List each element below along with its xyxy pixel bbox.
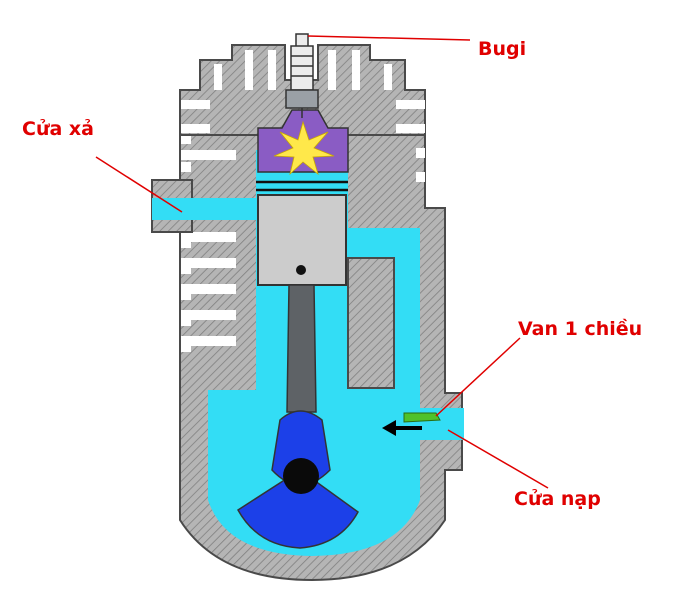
leader-check-valve (435, 337, 521, 417)
piston-pin (296, 265, 306, 275)
intake-port-label: Cửa nạp (514, 488, 601, 510)
check-valve (403, 412, 441, 423)
cooling-fins-top (181, 50, 425, 133)
spark-plug-label: Bugi (478, 38, 527, 60)
piston-rings (256, 180, 348, 192)
cooling-fins-left-gaps (181, 150, 236, 346)
crank-counterweight (237, 469, 359, 549)
check-valve-label: Van 1 chiều (518, 318, 643, 340)
leader-exhaust-port (95, 156, 183, 213)
transfer-port-wall (347, 257, 395, 389)
crank-pin (283, 458, 319, 494)
leader-lines (95, 35, 549, 489)
connecting-rod (286, 284, 317, 413)
leader-intake-port (447, 429, 549, 489)
spark-flash (273, 120, 335, 176)
exhaust-port-label: Cửa xả (22, 118, 94, 140)
intake-flow-arrow (382, 420, 422, 436)
cooling-fins-right (416, 148, 425, 182)
exhaust-passage (152, 198, 262, 220)
leader-spark-plug (307, 35, 471, 41)
spark-plug (285, 33, 319, 118)
